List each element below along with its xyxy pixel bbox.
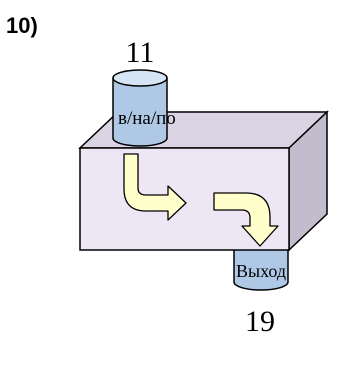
input-label: в/на/по [118,108,176,129]
flow-arrow-right-down [213,192,279,247]
input-cylinder [112,69,168,147]
problem-number: 10) [6,13,38,38]
output-count: 19 [245,305,275,338]
flow-arrow-down-right [123,153,187,221]
input-count: 11 [126,36,155,69]
output-label: Выход [236,261,286,281]
